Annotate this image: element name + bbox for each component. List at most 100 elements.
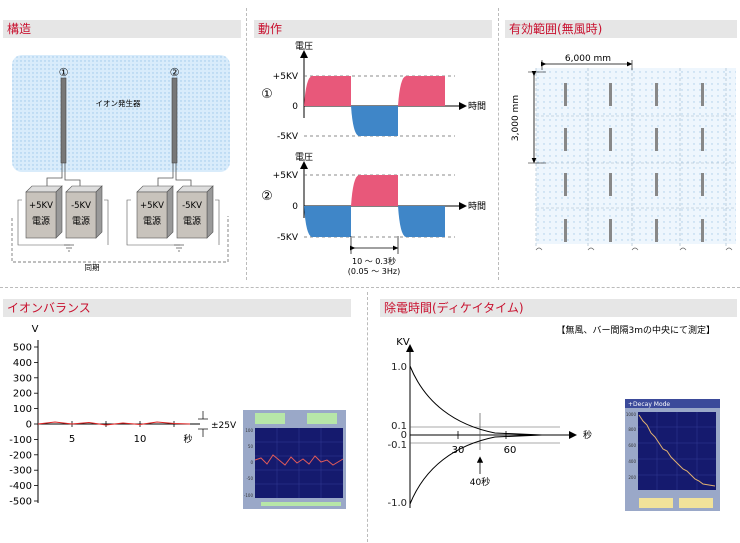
balance-ytick: -400	[9, 481, 32, 492]
decay-note: 【無風、バー間隔3mの中央にて測定】	[557, 324, 716, 336]
separator	[498, 8, 499, 280]
svg-text:50: 50	[248, 444, 254, 449]
decay-unit: KV	[396, 337, 410, 348]
height-label: 3,000 mm	[511, 95, 521, 141]
freq-label: (0.05 〜 3Hz)	[348, 267, 400, 276]
svg-text:+5KV: +5KV	[140, 201, 164, 211]
marker-1: ①	[261, 87, 273, 102]
tolerance-label: ±25V	[211, 421, 237, 431]
separator	[0, 287, 740, 288]
svg-text:時間: 時間	[468, 101, 486, 112]
positive-pulse	[304, 76, 351, 106]
monitor-title: +Decay Mode	[628, 401, 670, 408]
svg-text:-50: -50	[246, 476, 253, 481]
negative-pulse	[398, 206, 445, 237]
balance-unit: V	[32, 324, 39, 335]
decay-curve-positive	[410, 366, 542, 435]
positive-pulse	[398, 76, 445, 106]
balance-ytick: 500	[13, 343, 32, 354]
balance-ytick: 100	[13, 404, 32, 415]
balance-ytick: -100	[9, 435, 32, 446]
decay-ytick: 1.0	[391, 362, 407, 373]
svg-text:電源: 電源	[143, 216, 161, 227]
sync-label: 同期	[85, 263, 100, 272]
separator	[246, 8, 247, 280]
balance-ytick: 400	[13, 358, 32, 369]
bar-marker-1: ①	[59, 66, 69, 79]
range-diagram: 6,000 mm 3,000 mm	[500, 40, 740, 280]
svg-text:電圧: 電圧	[295, 41, 313, 52]
waveform-2: 電圧 +5KV 0 -5KV ② 時間	[261, 152, 486, 243]
decay-ytick: -0.1	[387, 440, 407, 451]
waveform-1: 電圧 +5KV 0 -5KV ① 時間	[261, 41, 486, 142]
svg-text:電圧: 電圧	[295, 152, 313, 163]
negative-pulse	[304, 206, 351, 237]
period-label: 10 〜 0.3秒	[352, 256, 396, 266]
svg-text:0: 0	[292, 102, 298, 112]
range-header: 有効範囲(無風時)	[505, 20, 737, 38]
balance-chart: V 500 400 300 200 100 0 -100 -200 -300 -400 -500 5…	[0, 318, 368, 543]
psu-plus-2: +5KV 電源	[137, 186, 173, 238]
svg-text:800: 800	[628, 427, 636, 432]
decay-header: 除電時間(ディケイタイム)	[380, 299, 737, 317]
balance-xtick: 10	[134, 434, 147, 445]
svg-text:100: 100	[245, 428, 253, 433]
ion-bar	[61, 78, 66, 163]
decay-xtick: 30	[452, 445, 465, 456]
decay-curve-negative	[410, 435, 542, 504]
svg-text:-5KV: -5KV	[182, 201, 202, 211]
svg-text:200: 200	[628, 475, 636, 480]
svg-text:電源: 電源	[32, 216, 50, 227]
positive-pulse	[351, 175, 398, 206]
balance-ytick: -500	[9, 497, 32, 508]
svg-text:-5KV: -5KV	[71, 201, 91, 211]
structure-title: 構造	[7, 22, 31, 36]
balance-ytick: -200	[9, 450, 32, 461]
svg-text:+5KV: +5KV	[273, 72, 299, 82]
structure-diagram: ① ② イオン発生器 +5KV 電源 -5KV 電源 +5KV 電源 -5KV …	[0, 40, 246, 280]
balance-ytick: 0	[26, 420, 32, 431]
operation-diagram: 電圧 +5KV 0 -5KV ① 時間 電圧 +5KV 0 -5KV ② 時間 …	[250, 40, 496, 280]
decay-ytick: -1.0	[387, 498, 407, 509]
width-label: 6,000 mm	[565, 54, 611, 64]
bar-marker-2: ②	[170, 66, 180, 79]
operation-header: 動作	[254, 20, 492, 38]
balance-xtick: 5	[69, 434, 75, 445]
balance-ytick: 200	[13, 389, 32, 400]
balance-xunit: 秒	[183, 433, 192, 445]
svg-text:時間: 時間	[468, 201, 486, 212]
svg-text:0: 0	[292, 202, 298, 212]
balance-monitor: 100 50 0 -50 -100	[243, 410, 346, 509]
balance-header: イオンバランス	[3, 299, 351, 317]
decay-marker-label: 40秒	[470, 476, 490, 488]
psu-plus-1: +5KV 電源	[26, 186, 62, 238]
decay-title: 除電時間(ディケイタイム)	[384, 301, 524, 315]
decay-xunit: 秒	[583, 429, 592, 441]
svg-text:電源: 電源	[72, 216, 90, 227]
structure-header: 構造	[3, 20, 241, 38]
svg-text:-5KV: -5KV	[277, 233, 299, 243]
decay-monitor: +Decay Mode 1000 800 600 400 200	[625, 399, 720, 511]
balance-title: イオンバランス	[7, 301, 91, 315]
balance-ytick: -300	[9, 466, 32, 477]
svg-text:電源: 電源	[183, 216, 201, 227]
range-title: 有効範囲(無風時)	[509, 22, 602, 36]
marker-2: ②	[261, 189, 273, 204]
svg-text:+5KV: +5KV	[273, 171, 299, 181]
svg-text:1000: 1000	[626, 412, 637, 417]
negative-pulse	[351, 106, 398, 136]
decay-xtick: 60	[504, 445, 517, 456]
balance-ytick: 300	[13, 373, 32, 384]
svg-text:+5KV: +5KV	[29, 201, 53, 211]
svg-text:-100: -100	[244, 493, 254, 498]
svg-text:600: 600	[628, 443, 636, 448]
ion-bar	[172, 78, 177, 163]
ion-cloud	[12, 55, 230, 172]
ion-generator-label: イオン発生器	[96, 98, 141, 108]
psu-minus-2: -5KV 電源	[177, 186, 213, 238]
psu-minus-1: -5KV 電源	[66, 186, 102, 238]
decay-chart: 【無風、バー間隔3mの中央にて測定】 KV 30 60 秒 1.0 0.1 0 …	[370, 318, 740, 543]
svg-text:400: 400	[628, 459, 636, 464]
svg-text:-5KV: -5KV	[277, 132, 299, 142]
operation-title: 動作	[258, 22, 282, 36]
